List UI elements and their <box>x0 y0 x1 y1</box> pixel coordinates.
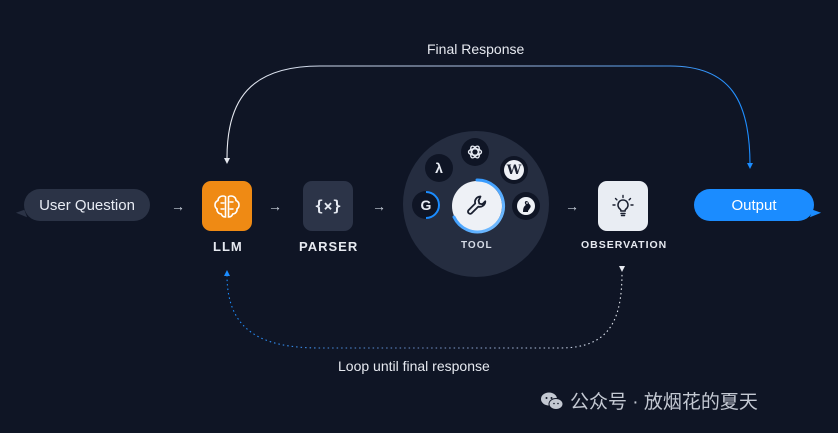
loop-arrowhead-llm <box>224 270 230 276</box>
tool-caption: TOOL <box>461 240 493 251</box>
watermark-text: 公众号 · 放烟花的夏天 <box>570 392 758 413</box>
tool-progress-ring <box>452 178 506 234</box>
flow-arrow-icon: → <box>171 198 185 214</box>
final-response-path <box>226 65 751 166</box>
lightbulb-icon <box>612 194 634 217</box>
openai-knot-icon <box>467 145 483 159</box>
final-response-label: Final Response <box>427 41 525 57</box>
curly-braces-x-icon: {×} <box>314 197 342 215</box>
user-question-bubble: User Question <box>24 189 150 221</box>
tool-node <box>452 178 506 234</box>
google-icon: G <box>412 191 440 219</box>
watermark: 公众号 · 放烟花的夏天 <box>540 387 758 414</box>
llm-node <box>202 181 252 231</box>
flow-arrow-icon: → <box>268 198 282 214</box>
llm-caption: LLM <box>213 239 243 254</box>
loop-arrowhead-observation <box>619 266 625 272</box>
wikipedia-w-letter: W <box>504 160 524 180</box>
google-ring <box>425 191 440 219</box>
flow-arrow-icon: → <box>565 198 579 214</box>
duck-icon <box>517 197 535 215</box>
duckduckgo-icon <box>512 192 540 220</box>
brain-icon <box>214 195 240 218</box>
wechat-icon <box>541 392 564 410</box>
parser-node: {×} <box>303 181 353 231</box>
google-g-letter: G <box>420 197 432 213</box>
parser-caption: PARSER <box>299 239 359 254</box>
loop-path <box>226 271 623 349</box>
wikipedia-icon: W <box>500 156 528 184</box>
final-response-arrowhead-left <box>224 158 230 164</box>
openai-icon <box>461 138 489 166</box>
lambda-icon: λ <box>425 154 453 182</box>
observation-node <box>598 181 648 231</box>
loop-label: Loop until final response <box>338 358 490 374</box>
flow-arrow-icon: → <box>372 198 386 214</box>
wrench-icon <box>467 195 487 215</box>
output-bubble: Output <box>694 189 814 221</box>
final-response-arrowhead-right <box>747 163 753 169</box>
observation-caption: OBSERVATION <box>581 239 668 251</box>
